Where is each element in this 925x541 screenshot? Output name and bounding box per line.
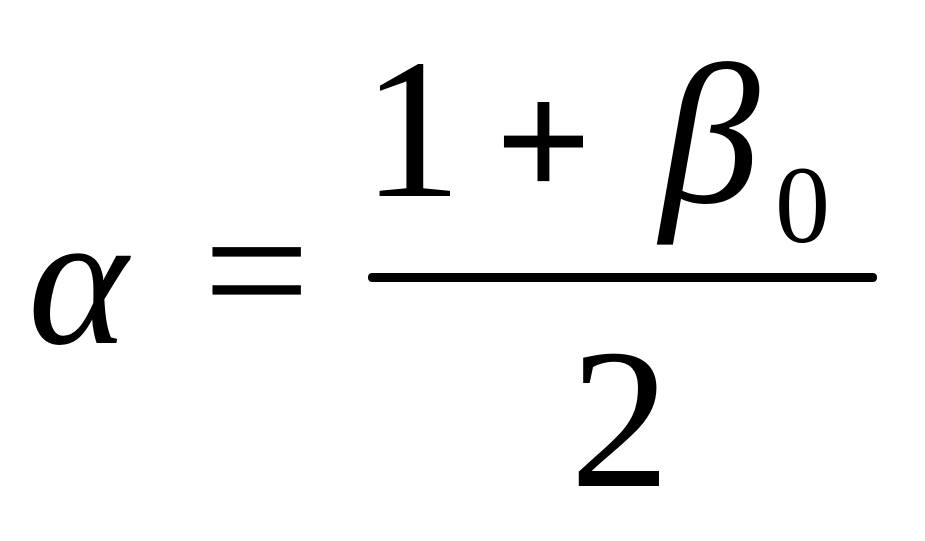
beta-symbol: β	[660, 25, 760, 246]
alpha-symbol: α	[28, 175, 128, 385]
plus-sign: +	[495, 47, 592, 235]
beta-subscript-zero: 0	[775, 144, 830, 266]
equals-sign: =	[203, 166, 311, 376]
denominator-two: 2	[570, 309, 670, 530]
fraction-bar	[368, 273, 877, 282]
numerator-one: 1	[362, 19, 462, 240]
